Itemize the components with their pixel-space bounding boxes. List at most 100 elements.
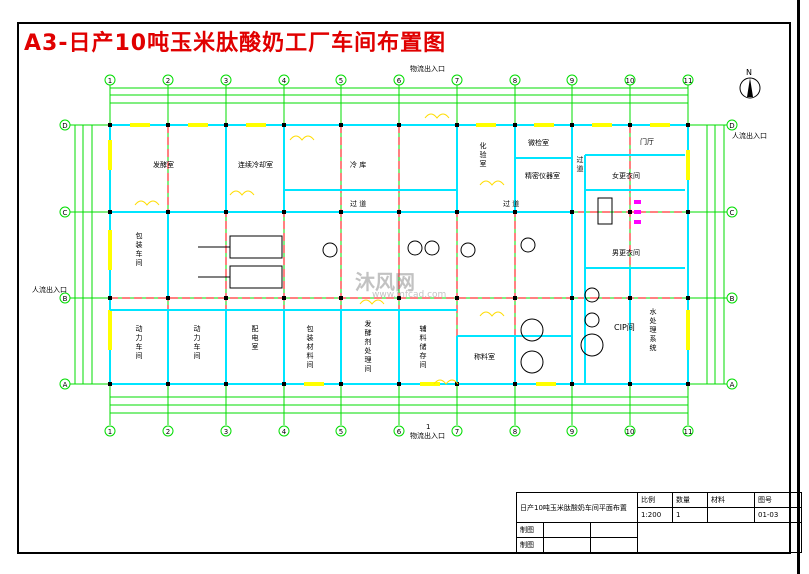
room-pack-material: 包装材料间 [306,325,314,370]
axis-bubble [393,74,405,86]
axis-bubble [726,378,738,390]
fixture [634,210,641,214]
axis-bubble [726,292,738,304]
axis-label: 4 [282,77,287,85]
tank-icon [520,237,536,253]
logistics-entrance-top: 物流出入口 [410,65,445,73]
column [686,210,690,214]
window [534,123,554,127]
room-male-locker: 男更衣间 [612,249,640,257]
window [686,150,690,180]
axis-bubble [566,74,578,86]
column [628,382,632,386]
column [108,210,112,214]
axis-label: 5 [339,428,343,436]
axis-bubble [278,425,290,437]
people-entrance-right: 人流出入口 [732,132,767,140]
tank-icon [460,242,476,258]
column [686,296,690,300]
axis-label: 8 [513,428,517,436]
fixture [634,200,641,204]
axis-label: 2 [166,77,170,85]
tank-icon [407,240,423,256]
room-corridor-1: 过 道 [350,200,367,208]
window [108,310,112,350]
tank-icon [584,287,600,303]
axis-bubble [566,425,578,437]
scale-value: 1:200 [637,507,673,523]
window [188,123,208,127]
north-label: N [746,68,752,77]
axis-label: 3 [224,428,228,436]
axis-label: 9 [570,77,574,85]
drawn-by-label: 制图 [516,522,544,538]
tank-icon [580,333,604,357]
axis-bubble [59,206,71,218]
scale-label: 比例 [637,492,673,508]
room-cold-storage: 冷 库 [350,161,367,169]
column [166,123,170,127]
window [246,123,266,127]
window [686,310,690,350]
watermark-url: www.mfcad.com [372,290,447,300]
room-starter: 发酵剂处理间 [364,320,372,374]
material-label: 材料 [707,492,755,508]
tank-equipment [229,265,283,289]
axis-bubble [624,74,636,86]
column [108,296,112,300]
logistics-entrance-bottom: 物流出入口 [410,432,445,440]
column [224,123,228,127]
axis-label: 3 [224,77,228,85]
section-mark: 1 [426,423,431,431]
axis-label: 11 [684,77,693,85]
column [628,123,632,127]
axis-bubble [682,74,694,86]
door-swing [134,200,160,206]
column [686,123,690,127]
door-swing [289,135,315,141]
room-corridor-3: 过道 [576,156,584,174]
column [108,123,112,127]
axis-label: 7 [455,77,459,85]
drawing-no-value: 01-03 [754,507,802,523]
room-micro: 微检室 [528,139,549,147]
drawing-name: 日产10吨玉米肽酸奶车间平面布置 [516,492,638,523]
column [513,210,517,214]
axis-label: 6 [397,428,402,436]
column [686,382,690,386]
axis-label: 1 [108,428,112,436]
column [513,296,517,300]
window [304,382,324,386]
column [282,382,286,386]
drawn-by-label-2: 制图 [516,537,544,553]
axis-label: 7 [455,428,459,436]
column [455,382,459,386]
title-block: 日产10吨玉米肽酸奶车间平面布置 比例 数量 材料 图号 1:200 1 01-… [516,492,802,553]
axis-bubble [509,74,521,86]
axis-label: A [63,381,68,389]
material-value [707,507,755,523]
column [282,123,286,127]
door-swing [424,113,450,119]
door-swing [479,180,505,186]
room-power-2: 动力车间 [193,325,201,361]
door-swing [229,190,255,196]
axis-label: B [63,295,68,303]
axis-label: C [63,209,68,217]
window [108,230,112,270]
column [339,296,343,300]
tank-equipment [229,235,283,259]
axis-bubble [726,206,738,218]
axis-label: 5 [339,77,343,85]
axis-label: A [730,381,735,389]
column [455,123,459,127]
column [455,210,459,214]
tank-icon [424,240,440,256]
column [282,296,286,300]
room-water: 水处理系统 [649,308,657,353]
qty-value: 1 [672,507,708,523]
column [224,296,228,300]
room-power-1: 动力车间 [135,325,143,361]
qty-label: 数量 [672,492,708,508]
column [108,382,112,386]
